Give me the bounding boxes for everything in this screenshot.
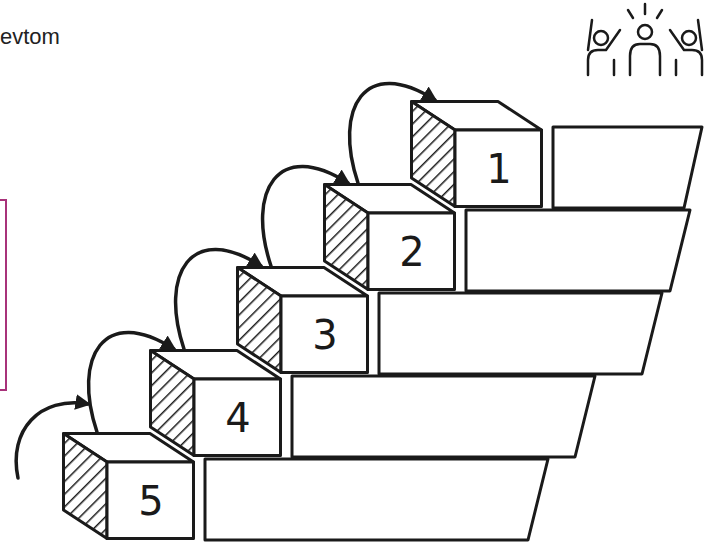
- cube-outline: [410, 100, 543, 208]
- step-number: 5: [107, 462, 195, 540]
- cube-outline: [62, 432, 195, 540]
- step-number: 4: [194, 379, 282, 457]
- step-number: 2: [368, 213, 456, 291]
- empty-box: [466, 210, 690, 291]
- step-cube: 3: [236, 266, 369, 374]
- heading-fragment: evtom: [0, 24, 60, 50]
- cube-outline: [149, 349, 282, 457]
- step-cube: 2: [323, 183, 456, 291]
- cube-outline: [323, 183, 456, 291]
- step-arrow: [263, 166, 348, 266]
- frame-edge: [0, 200, 6, 390]
- empty-box: [292, 376, 595, 457]
- team-icon: [588, 4, 702, 75]
- step-number: 3: [281, 296, 369, 374]
- step-arrow: [89, 332, 174, 432]
- step-cube: 4: [149, 349, 282, 457]
- step-arrow: [176, 249, 261, 349]
- step-number: 1: [455, 130, 543, 208]
- empty-box: [205, 459, 548, 540]
- step-arrow: [350, 83, 435, 183]
- empty-box: [553, 127, 702, 208]
- empty-box: [379, 293, 662, 374]
- step-cube: 5: [62, 432, 195, 540]
- cube-outline: [236, 266, 369, 374]
- step-cube: 1: [410, 100, 543, 208]
